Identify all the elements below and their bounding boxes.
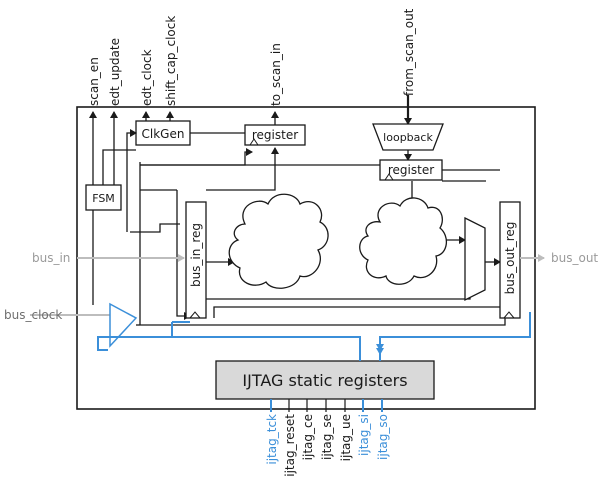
- bus-clock-buffer: [109, 302, 138, 348]
- label-bus-clock: bus_clock: [4, 308, 62, 322]
- label-edt-update: edt_update: [108, 38, 122, 106]
- register-loop-label: register: [388, 163, 434, 177]
- register-loop-block: register: [379, 159, 443, 181]
- label-ijtag-ce: ijtag_ce: [301, 414, 315, 460]
- label-shift-cap-clock: shift_cap_clock: [164, 16, 178, 106]
- register-top-block: register: [244, 124, 306, 146]
- label-ijtag-reset: ijtag_reset: [283, 414, 297, 477]
- ijtag-black-stubs: [288, 399, 346, 412]
- bus-in-reg-block: bus_in_reg: [185, 201, 207, 319]
- ijtag-wires: [97, 312, 531, 412]
- label-ijtag-tck: ijtag_tck: [265, 414, 279, 465]
- logic-cloud-2: [359, 197, 447, 285]
- clkgen-label: ClkGen: [142, 127, 185, 141]
- ijtag-label: IJTAG static registers: [242, 371, 407, 390]
- ijtag-block: IJTAG static registers: [215, 360, 435, 400]
- label-ijtag-si: ijtag_si: [357, 414, 371, 456]
- label-bus-in: bus_in: [32, 251, 70, 265]
- label-bus-out: bus_out: [551, 251, 598, 265]
- bus-out-reg-label: bus_out_reg: [503, 222, 517, 295]
- label-from-scan-out: from_scan_out: [402, 8, 416, 96]
- label-edt-clock: edt_clock: [140, 49, 154, 106]
- register-top-label: register: [252, 128, 298, 142]
- label-ijtag-ue: ijtag_ue: [339, 414, 353, 461]
- clkgen-block: ClkGen: [135, 120, 191, 146]
- label-ijtag-so: ijtag_so: [376, 414, 390, 460]
- logic-cloud-1: [228, 193, 329, 289]
- bus-in-reg-label: bus_in_reg: [189, 223, 203, 287]
- output-mux: [464, 216, 486, 302]
- loopback-label: loopback: [383, 131, 433, 144]
- label-scan-en: scan_en: [87, 57, 101, 106]
- bus-wires: [30, 254, 545, 316]
- label-ijtag-se: ijtag_se: [320, 414, 334, 460]
- fsm-label: FSM: [92, 192, 115, 205]
- label-to-scan-in: to_scan_in: [269, 43, 283, 106]
- fsm-block: FSM: [85, 184, 122, 211]
- loopback-block: loopback: [372, 123, 444, 151]
- bus-out-reg-block: bus_out_reg: [499, 201, 521, 319]
